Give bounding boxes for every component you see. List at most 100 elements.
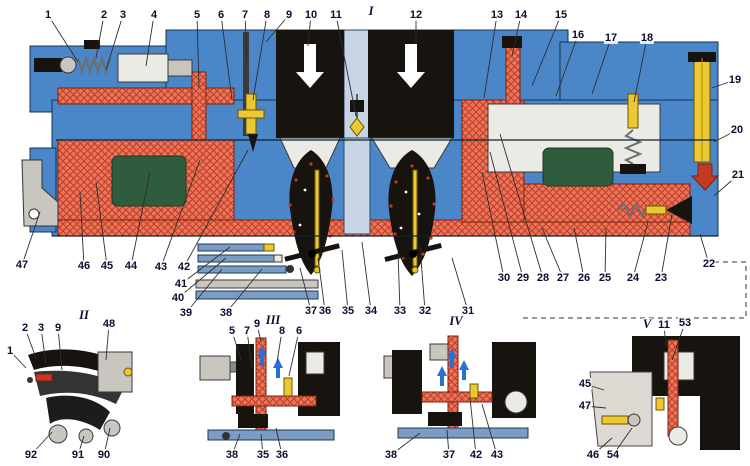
callout-I-40: 40 [170,291,186,305]
leader-line-IV-42 [469,397,477,456]
callout-IV-37: 37 [441,448,457,462]
callout-I-12: 12 [408,8,424,22]
callout-II-1: 1 [5,344,15,358]
leader-line-I-34 [361,241,372,312]
leader-line-I-11 [335,14,357,117]
callout-I-13: 13 [489,8,505,22]
leader-line-I-31 [451,257,469,312]
leader-line-I-33 [397,251,401,312]
leader-line-I-15 [531,14,562,87]
mixture-plume-left [289,150,333,275]
air-arrow [437,366,447,386]
callout-III-36: 36 [274,448,290,462]
callout-I-44: 44 [123,259,139,273]
callout-I-17: 17 [603,31,619,45]
callout-V-53: 53 [677,316,693,330]
leader-line-I-6 [220,14,233,101]
leader-line-I-43 [160,159,201,268]
leader-line-IV-43 [481,403,498,456]
float-left [111,155,187,207]
leader-line-V-53 [671,322,686,361]
callout-V-47: 47 [577,399,593,413]
callout-II-92: 92 [23,448,39,462]
jet-right [411,266,419,274]
callout-I-45: 45 [99,259,115,273]
callout-II-3: 3 [36,321,46,335]
leader-line-I-39 [185,268,223,314]
accelerator-pump-and-fuel-inlet [502,36,720,224]
callout-I-18: 18 [639,31,655,45]
emulsion-tube-right [412,169,418,267]
leader-line-I-14 [511,14,522,57]
callout-II-90: 90 [96,448,112,462]
callout-II-48: 48 [101,317,117,331]
callout-I-37: 37 [303,304,319,318]
callout-I-21: 21 [730,168,746,182]
idle-system-tubes [195,243,319,300]
callout-IV-38: 38 [383,448,399,462]
callout-IV-42: 42 [468,448,484,462]
callout-I-9: 9 [284,8,294,22]
callout-I-47: 47 [14,258,30,272]
leader-line-I-44 [130,171,151,267]
callout-I-32: 32 [417,304,433,318]
leader-line-I-13 [483,14,498,99]
callout-I-16: 16 [570,28,586,42]
view-II-throttle-linkage [27,349,133,444]
view-label-IV-IV: IV [448,314,464,329]
callout-I-34: 34 [363,304,379,318]
callout-I-25: 25 [597,271,613,285]
leader-line-I-30 [481,171,505,279]
callout-I-31: 31 [460,304,476,318]
callout-I-42: 42 [176,260,192,274]
leader-line-I-16 [555,34,579,97]
airflow-arrow-right [397,44,425,88]
callout-I-30: 30 [496,271,512,285]
throttle-plates [284,243,442,262]
view-IV-transition-system-section [383,335,536,439]
leader-line-I-40 [177,257,227,299]
callout-III-38: 38 [224,448,240,462]
emulsion-tube-left [314,169,320,267]
leader-line-I-35 [341,249,349,312]
callout-I-20: 20 [729,123,745,137]
view-I-main-cross-section [21,29,747,319]
callout-I-10: 10 [303,8,319,22]
detail-reference-dashes [520,261,747,319]
leader-line-I-47 [21,211,41,266]
leader-line-I-46 [79,191,85,267]
callout-I-24: 24 [625,271,641,285]
leader-line-I-38 [225,268,263,314]
callout-I-5: 5 [192,8,202,22]
leader-line-I-42 [183,149,249,268]
callout-I-2: 2 [99,8,109,22]
leader-line-I-36 [317,257,326,312]
centre-column [343,137,371,235]
callout-II-91: 91 [70,448,86,462]
float-right [542,147,614,187]
callout-I-38: 38 [218,306,234,320]
callout-I-36: 36 [317,304,333,318]
callout-V-54: 54 [605,448,621,462]
callout-III-6: 6 [294,324,304,338]
callout-I-28: 28 [535,271,551,285]
callout-V-11: 11 [657,318,671,332]
leader-line-I-41 [180,246,231,285]
leader-line-I-32 [419,245,426,312]
callout-I-14: 14 [513,8,529,22]
leader-line-I-23 [660,213,673,279]
callout-III-5: 5 [227,324,237,338]
leader-line-I-29 [489,151,524,279]
callout-III-9: 9 [252,317,262,331]
air-arrow [459,360,469,380]
callout-I-27: 27 [555,271,571,285]
mixture-plume-right [388,150,436,276]
callout-I-3: 3 [118,8,128,22]
leader-line-I-7 [244,14,248,61]
leader-line-I-3 [105,14,124,71]
callout-I-4: 4 [149,8,159,22]
air-arrow [273,358,283,378]
leader-line-I-17 [591,37,612,95]
callout-V-45: 45 [577,377,593,391]
